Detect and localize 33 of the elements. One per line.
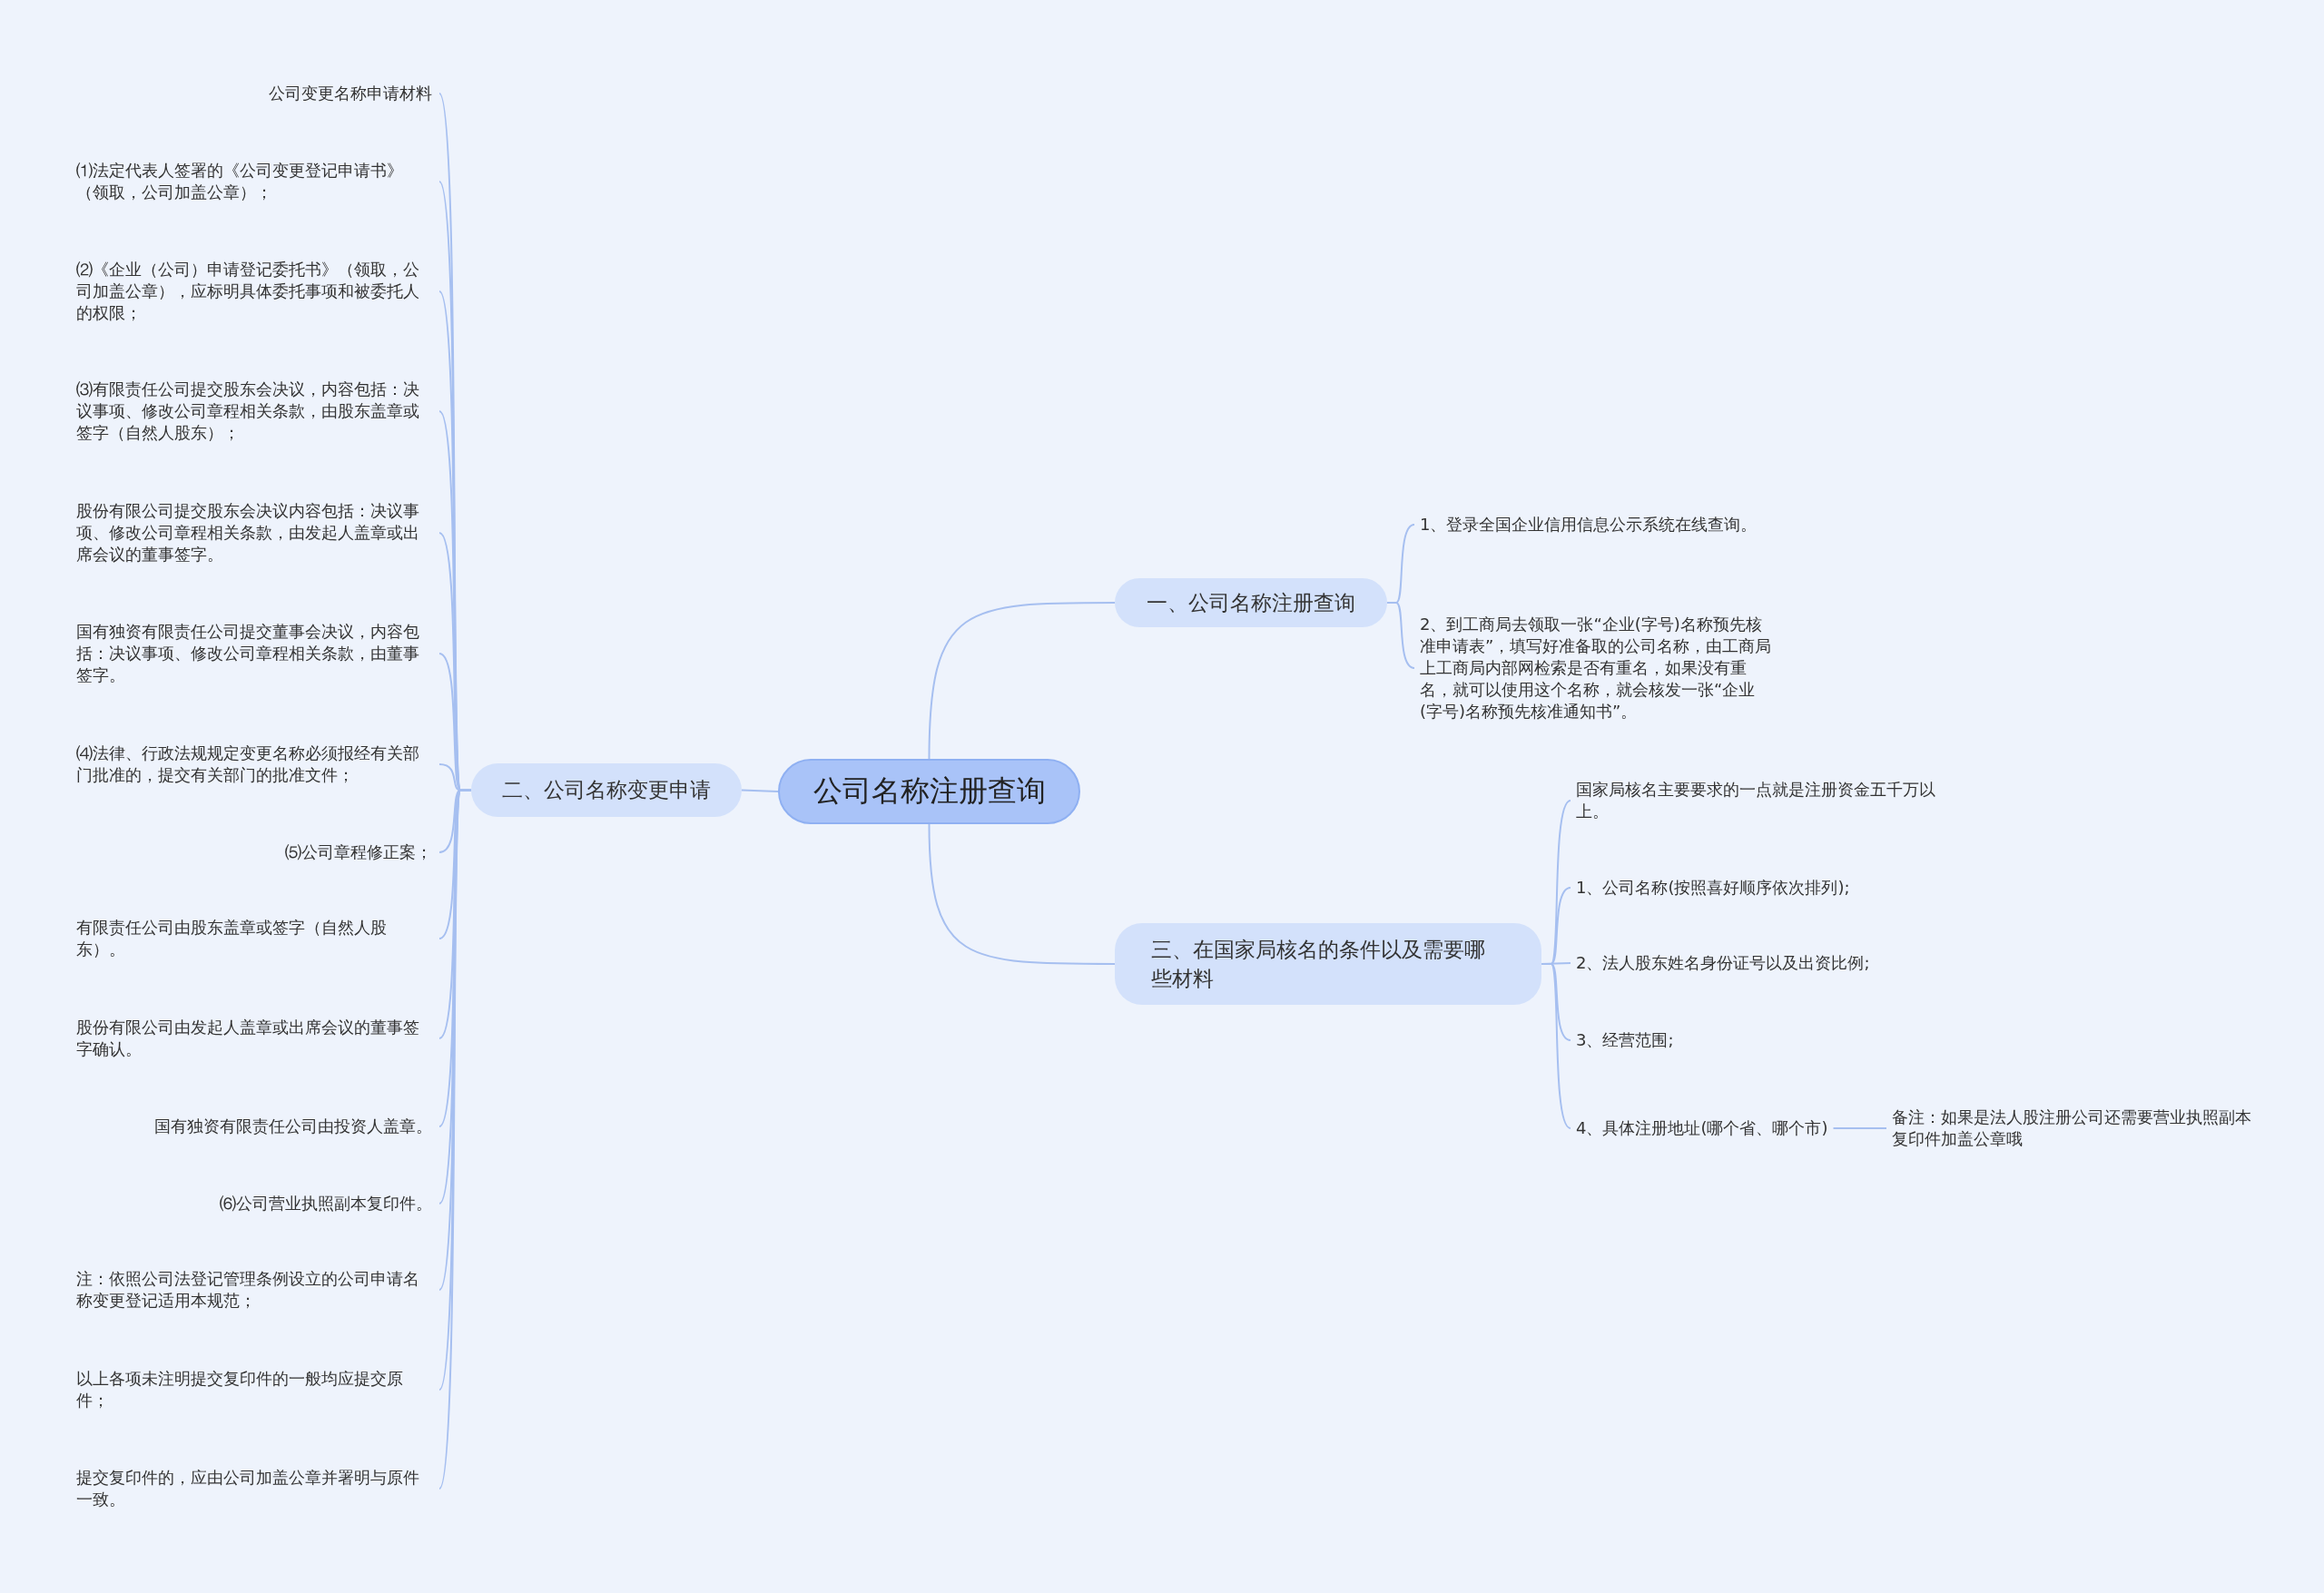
leaf-text: 2、到工商局去领取一张“企业(字号)名称预先核准申请表”，填写好准备取的公司名称，由工商局上工商局内部网检索是否有重名，如果没有重名，就可以使用这个名称，就会核发一张“企业(字号)名称预先核准通知书”。 — [1414, 614, 1777, 723]
leaf-text: 国有独资有限责任公司由投资人盖章。 — [154, 1116, 439, 1137]
leaf-text: ⑸公司章程修正案； — [285, 841, 439, 863]
leaf-text: 股份有限公司由发起人盖章或出席会议的董事签字确认。 — [76, 1017, 439, 1060]
leaf-text: 公司变更名称申请材料 — [269, 83, 439, 104]
leaf-text: 注：依照公司法登记管理条例设立的公司申请名称变更登记适用本规范； — [76, 1268, 439, 1312]
leaf-text: 1、登录全国企业信用信息公示系统在线查询。 — [1414, 514, 1763, 536]
branch-topic: 一、公司名称注册查询 — [1115, 578, 1387, 627]
leaf-text: ⑴法定代表人签署的《公司变更登记申请书》（领取，公司加盖公章）； — [76, 160, 439, 203]
leaf-text: ⑶有限责任公司提交股东会决议，内容包括：决议事项、修改公司章程相关条款，由股东盖章或签字（自然人股东）； — [76, 379, 439, 444]
connector-line — [1541, 963, 1571, 1129]
leaf-text: 1、公司名称(按照喜好顺序依次排列); — [1571, 877, 1856, 899]
leaf-text: 国有独资有限责任公司提交董事会决议，内容包括：决议事项、修改公司章程相关条款，由董事签字。 — [76, 621, 439, 686]
leaf-text: 国家局核名主要要求的一点就是注册资金五千万以上。 — [1571, 779, 1952, 822]
leaf-text: 股份有限公司提交股东会决议内容包括：决议事项、修改公司章程相关条款，由发起人盖章或出席会议的董事签字。 — [76, 500, 439, 565]
connector-line — [741, 789, 779, 792]
leaf-text: 3、经营范围; — [1571, 1029, 1679, 1051]
leaf-text: 2、法人股东姓名身份证号以及出资比例; — [1571, 952, 1876, 974]
leaf-text: ⑵《企业（公司）申请登记委托书》（领取，公司加盖公章），应标明具体委托事项和被委托人的权限； — [76, 259, 439, 324]
leaf-text: 有限责任公司由股东盖章或签字（自然人股东）。 — [76, 917, 439, 960]
branch-topic: 二、公司名称变更申请 — [471, 763, 742, 817]
leaf-text: ⑷法律、行政法规规定变更名称必须报经有关部门批准的，提交有关部门的批准文件； — [76, 742, 439, 786]
connector-line — [928, 602, 1116, 760]
connector-line — [928, 823, 1116, 965]
leaf-text: 以上各项未注明提交复印件的一般均应提交原件； — [76, 1368, 439, 1411]
leaf-text: 备注：如果是法人股注册公司还需要营业执照副本复印件加盖公章哦 — [1886, 1106, 2259, 1150]
branch-topic: 三、在国家局核名的条件以及需要哪些材料 — [1115, 923, 1541, 1005]
leaf-text: ⑹公司营业执照副本复印件。 — [220, 1193, 439, 1214]
connector-line — [1386, 602, 1415, 669]
leaf-text: 提交复印件的，应由公司加盖公章并署明与原件一致。 — [76, 1467, 439, 1510]
connector-line — [1832, 1127, 1887, 1129]
leaf-text: 4、具体注册地址(哪个省、哪个市) — [1571, 1117, 1834, 1139]
central-topic: 公司名称注册查询 — [778, 759, 1080, 824]
